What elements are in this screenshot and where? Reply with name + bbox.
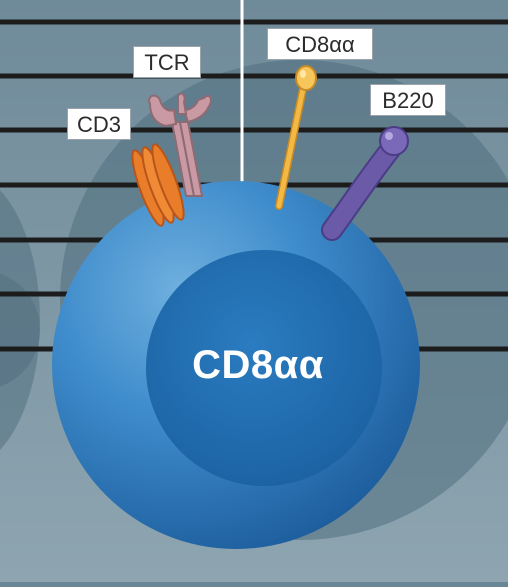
cell-name-label: CD8αα	[192, 343, 324, 387]
tcr-label: TCR	[133, 46, 201, 78]
b220-label: B220	[370, 84, 446, 116]
cd8aa-icon	[275, 65, 317, 210]
cell-nucleus	[146, 250, 382, 486]
background-shadow-left-large	[0, 190, 40, 450]
cd8aa-label: CD8αα	[267, 28, 373, 60]
tcr-icon	[148, 92, 212, 197]
cd3-icon	[131, 143, 185, 227]
b220-icon	[321, 126, 409, 241]
cd3-label: CD3	[67, 108, 131, 140]
